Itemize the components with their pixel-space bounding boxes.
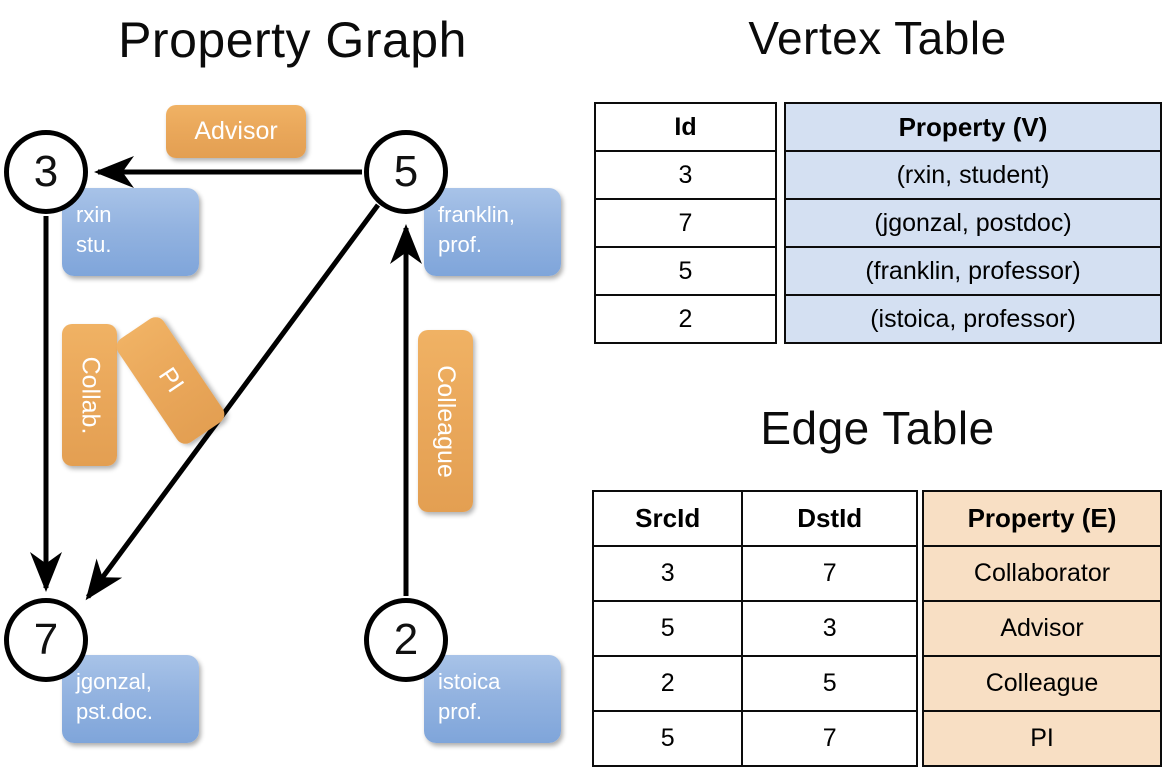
table-header-row: Property (E): [922, 490, 1162, 547]
vertex-table-cell-property: (istoica, professor): [784, 294, 1162, 344]
vertex-property-jgonzal-line1: jgonzal,: [76, 669, 152, 694]
edge-label-advisor: Advisor: [166, 105, 306, 158]
graph-node-2: 2: [364, 598, 448, 682]
edge-table-header-property: Property (E): [922, 490, 1162, 547]
vertex-table-cell-property: (rxin, student): [784, 150, 1162, 200]
edge-label-collab: Collab.: [62, 324, 117, 466]
vertex-property-box-jgonzal: jgonzal, pst.doc.: [62, 655, 199, 743]
edge-table-cell-srcid: 2: [591, 655, 744, 712]
page-title-property-graph: Property Graph: [118, 12, 467, 68]
page-title-vertex-table: Vertex Table: [748, 12, 1007, 64]
vertex-property-franklin-line2: prof.: [438, 232, 483, 257]
vertex-property-istoica-line1: istoica: [438, 669, 501, 694]
edge-label-advisor-text: Advisor: [194, 117, 278, 145]
edge-table-cell-property: Colleague: [922, 655, 1162, 712]
edge-table-cell-dstid: 3: [741, 600, 918, 657]
table-row: 5 3: [591, 600, 918, 657]
edge-label-pi-text: PI: [152, 362, 190, 398]
edge-table-cell-property: PI: [922, 710, 1162, 767]
vertex-table-property-column: Property (V) (rxin, student) (jgonzal, p…: [784, 102, 1162, 344]
table-row: 5 7: [591, 710, 918, 767]
edge-table-cell-srcid: 3: [591, 545, 744, 602]
table-row: (istoica, professor): [784, 294, 1162, 344]
edge-table-cell-dstid: 7: [741, 545, 918, 602]
edge-table-cell-dstid: 7: [741, 710, 918, 767]
vertex-table-cell-id: 2: [594, 294, 777, 344]
table-row: Collaborator: [922, 545, 1162, 602]
page-title-edge-table: Edge Table: [760, 402, 995, 454]
table-row: 3: [594, 150, 777, 200]
edge-table-cell-property: Advisor: [922, 600, 1162, 657]
table-row: PI: [922, 710, 1162, 767]
vertex-table-header-id: Id: [594, 102, 777, 152]
edge-table-header-srcid: SrcId: [591, 490, 744, 547]
graph-node-3: 3: [4, 130, 88, 214]
vertex-property-box-istoica: istoica prof.: [424, 655, 561, 743]
table-row: 5: [594, 246, 777, 296]
vertex-table-cell-id: 3: [594, 150, 777, 200]
edge-table-cell-srcid: 5: [591, 600, 744, 657]
edge-table-cell-property: Collaborator: [922, 545, 1162, 602]
graph-node-5: 5: [364, 130, 448, 214]
vertex-property-box-franklin: franklin, prof.: [424, 188, 561, 276]
edge-table-cell-dstid: 5: [741, 655, 918, 712]
table-row: Colleague: [922, 655, 1162, 712]
table-row: Advisor: [922, 600, 1162, 657]
table-row: (franklin, professor): [784, 246, 1162, 296]
table-row: 7: [594, 198, 777, 248]
table-row: (rxin, student): [784, 150, 1162, 200]
vertex-property-box-rxin: rxin stu.: [62, 188, 199, 276]
edge-label-colleague: Colleague: [418, 330, 473, 512]
vertex-table-cell-property: (franklin, professor): [784, 246, 1162, 296]
edge-table-cell-srcid: 5: [591, 710, 744, 767]
vertex-table-cell-property: (jgonzal, postdoc): [784, 198, 1162, 248]
vertex-property-rxin-line2: stu.: [76, 232, 112, 257]
edge-table-header-dstid: DstId: [741, 490, 918, 547]
vertex-property-istoica-line2: prof.: [438, 699, 483, 724]
table-row: (jgonzal, postdoc): [784, 198, 1162, 248]
edge-label-collab-text: Collab.: [76, 356, 105, 434]
table-row: 3 7: [591, 545, 918, 602]
table-header-row: Id: [594, 102, 777, 152]
table-header-row: SrcId DstId: [591, 490, 918, 547]
vertex-property-franklin-line1: franklin,: [438, 202, 516, 227]
vertex-table-id-column: Id 3 7 5 2: [594, 102, 777, 344]
table-row: 2: [594, 294, 777, 344]
vertex-property-jgonzal-line2: pst.doc.: [76, 699, 154, 724]
edge-label-colleague-text: Colleague: [432, 364, 460, 478]
vertex-table-cell-id: 7: [594, 198, 777, 248]
edge-5-to-7: [85, 203, 381, 601]
vertex-property-rxin-line1: rxin: [76, 202, 112, 227]
edge-table-src-dst-columns: SrcId DstId 3 7 5 3 2 5 5 7: [591, 490, 918, 767]
table-header-row: Property (V): [784, 102, 1162, 152]
vertex-table-cell-id: 5: [594, 246, 777, 296]
graph-node-7: 7: [4, 598, 88, 682]
graph-edges-layer: [30, 156, 422, 601]
property-graph-panel: Advisor Collab. PI Colleague rxin stu. f…: [0, 0, 585, 760]
vertex-table-header-property: Property (V): [784, 102, 1162, 152]
table-row: 2 5: [591, 655, 918, 712]
edge-table-property-column: Property (E) Collaborator Advisor Collea…: [922, 490, 1162, 767]
